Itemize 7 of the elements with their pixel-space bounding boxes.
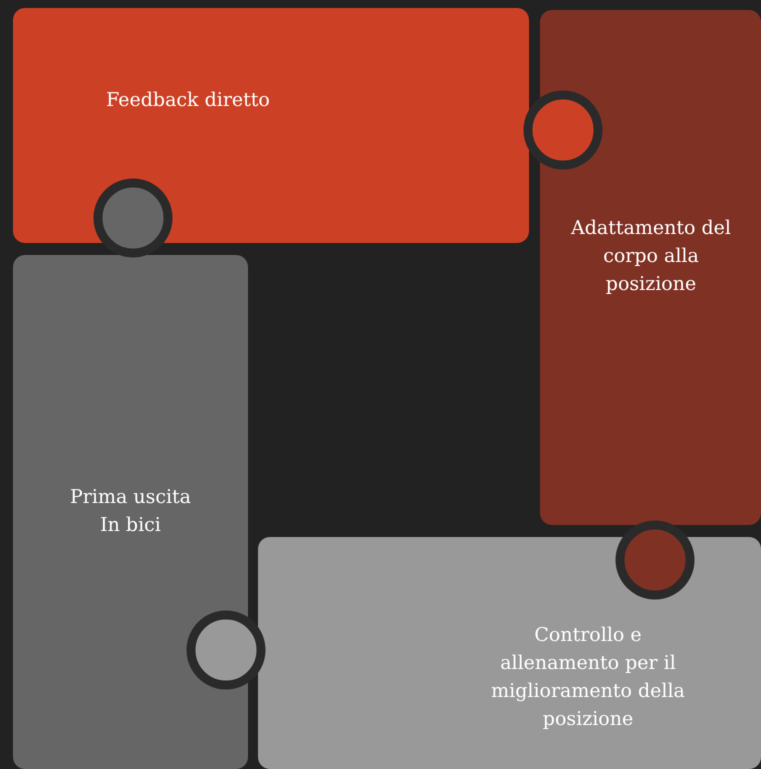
piece-label: Controllo e allenamento per il miglioramento della posizione	[490, 623, 686, 732]
piece-label: Feedback diretto	[105, 88, 271, 113]
piece-label: Prima uscita In bici	[69, 485, 192, 538]
puzzle-piece	[186, 537, 761, 769]
puzzle-piece	[13, 178, 248, 769]
piece-label: Adattamento del corpo alla posizione	[570, 216, 732, 297]
puzzle-piece	[540, 10, 761, 600]
